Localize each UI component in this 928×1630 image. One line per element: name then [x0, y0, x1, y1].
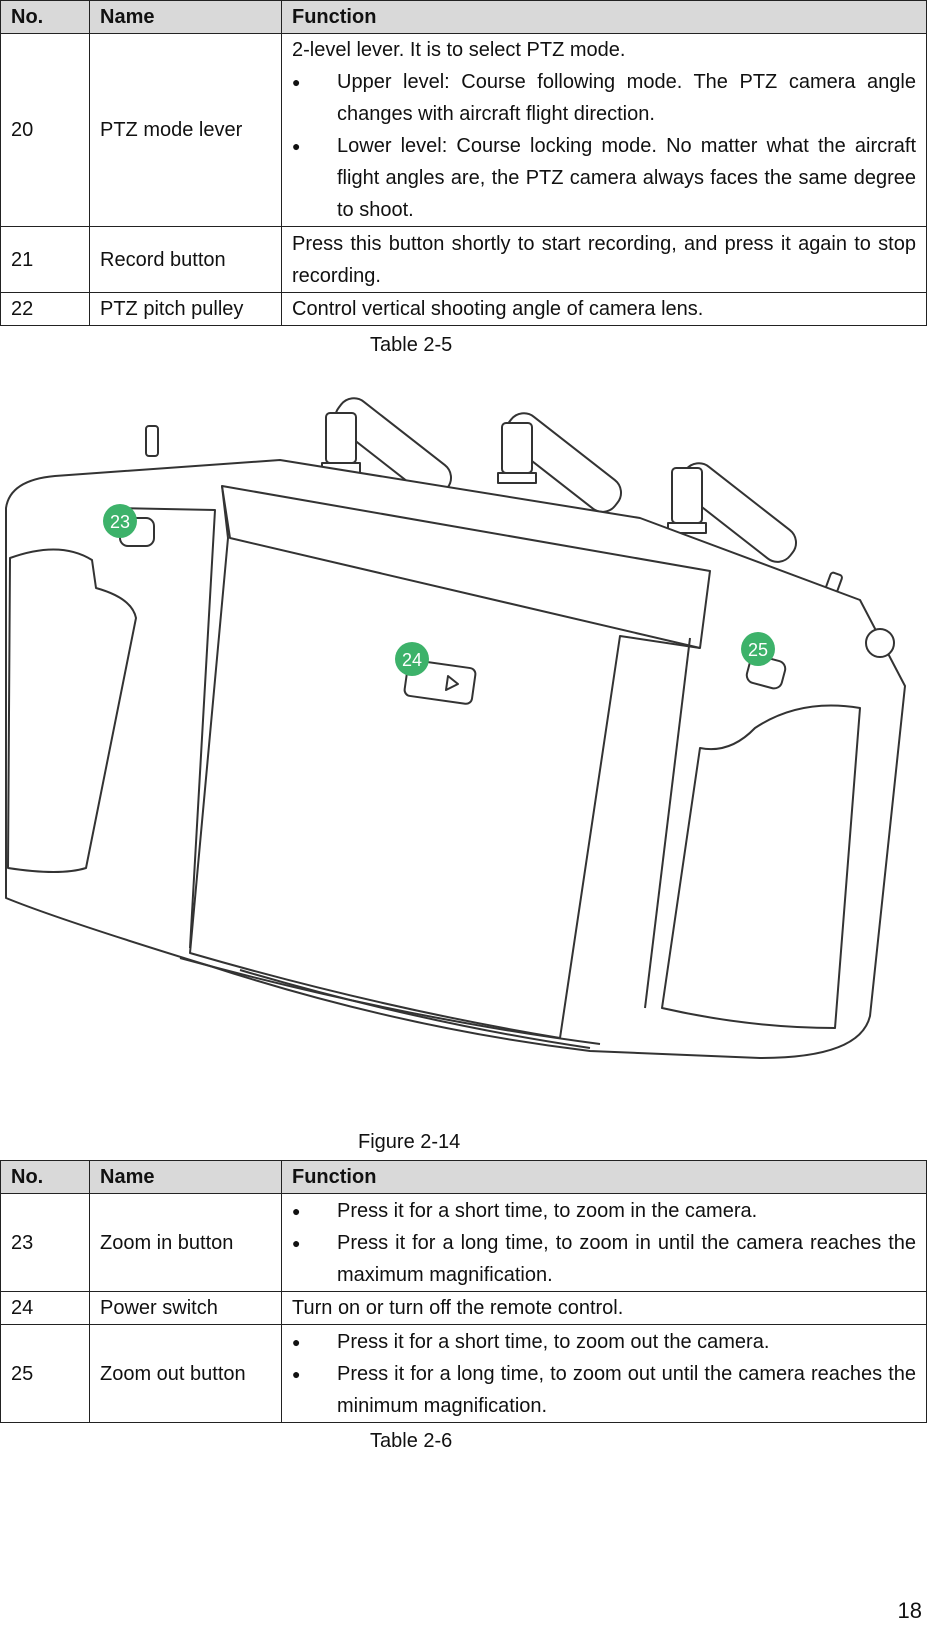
row-function: ● Press it for a short time, to zoom in t…	[281, 1193, 927, 1292]
row-no: 21	[0, 226, 90, 293]
bullet-item: ● Upper level: Course following mode. The…	[292, 66, 916, 130]
header-no: No.	[0, 1160, 90, 1194]
table-row: 23 Zoom in button ● Press it for a short …	[0, 1193, 927, 1292]
page-number: 18	[897, 1598, 922, 1623]
bullet-list: ● Upper level: Course following mode. The…	[292, 66, 916, 226]
row-no: 22	[0, 292, 90, 326]
header-name: Name	[89, 1160, 282, 1194]
row-no: 25	[0, 1324, 90, 1423]
bullet-text: Lower level: Course locking mode. No mat…	[337, 135, 916, 221]
callout-25: 25	[741, 632, 775, 666]
bullet-item: ● Press it for a short time, to zoom in t…	[292, 1195, 916, 1227]
table-row: 25 Zoom out button ● Press it for a short…	[0, 1324, 927, 1423]
row-name: Record button	[89, 226, 282, 293]
row-no: 20	[0, 33, 90, 227]
row-name: Zoom in button	[89, 1193, 282, 1292]
table-row: 22 PTZ pitch pulley Control vertical sho…	[0, 292, 927, 326]
row-function: ● Press it for a short time, to zoom out …	[281, 1324, 927, 1423]
callout-24-label: 24	[402, 650, 422, 670]
header-function: Function	[281, 1160, 927, 1194]
remote-control-figure: 23 24 25	[5, 397, 906, 1059]
side-dial	[865, 628, 895, 658]
left-grip	[7, 548, 137, 873]
bullet-icon: ●	[292, 1365, 301, 1382]
function-intro: 2-level lever. It is to select PTZ mode.	[292, 39, 626, 61]
right-grip	[661, 704, 861, 1029]
bullet-text: Press it for a short time, to zoom in th…	[337, 1199, 758, 1222]
row-no: 24	[0, 1291, 90, 1325]
bullet-text: Press it for a long time, to zoom in unt…	[337, 1231, 916, 1286]
bullet-icon: ●	[292, 74, 301, 90]
bullet-list: ● Press it for a short time, to zoom out …	[292, 1326, 916, 1422]
callout-24: 24	[395, 642, 429, 676]
callout-25-label: 25	[748, 640, 768, 660]
row-no: 23	[0, 1193, 90, 1292]
row-function: Turn on or turn off the remote control.	[281, 1291, 927, 1325]
table-row: 20 PTZ mode lever 2-level lever. It is t…	[0, 33, 927, 227]
antenna-left	[321, 397, 453, 498]
lever-left	[145, 425, 159, 457]
table-header-row: No. Name Function	[0, 1160, 927, 1194]
table-header-row: No. Name Function	[0, 0, 927, 34]
callout-23-label: 23	[110, 512, 130, 532]
table-2-5: No. Name Function 20 PTZ mode lever 2-le…	[0, 0, 927, 326]
row-function: Press this button shortly to start recor…	[281, 226, 927, 293]
table-caption: Table 2-5	[370, 334, 453, 356]
header-function: Function	[281, 0, 927, 34]
bullet-icon: ●	[292, 1234, 301, 1251]
bullet-list: ● Press it for a short time, to zoom in t…	[292, 1195, 916, 1291]
antenna-right	[667, 462, 798, 563]
bullet-icon: ●	[292, 1202, 301, 1219]
bullet-icon: ●	[292, 1333, 301, 1350]
bullet-item: ● Lower level: Course locking mode. No ma…	[292, 130, 916, 226]
bullet-item: ● Press it for a long time, to zoom in un…	[292, 1227, 916, 1291]
bullet-item: ● Press it for a long time, to zoom out u…	[292, 1358, 916, 1422]
bullet-icon: ●	[292, 138, 301, 154]
figure-caption: Figure 2-14	[358, 1131, 461, 1153]
table-row: 21 Record button Press this button short…	[0, 226, 927, 293]
row-function: Control vertical shooting angle of camer…	[281, 292, 927, 326]
row-name: Power switch	[89, 1291, 282, 1325]
table-caption: Table 2-6	[370, 1430, 453, 1452]
bullet-text: Upper level: Course following mode. The …	[337, 71, 916, 125]
bullet-text: Press it for a short time, to zoom out t…	[337, 1330, 770, 1353]
bullet-item: ● Press it for a short time, to zoom out …	[292, 1326, 916, 1358]
header-no: No.	[0, 0, 90, 34]
table-row: 24 Power switch Turn on or turn off the …	[0, 1291, 927, 1325]
table-2-6: No. Name Function 23 Zoom in button ● Pre…	[0, 1160, 927, 1423]
header-name: Name	[89, 0, 282, 34]
bullet-text: Press it for a long time, to zoom out un…	[337, 1362, 916, 1417]
row-name: PTZ pitch pulley	[89, 292, 282, 326]
antenna-middle	[497, 412, 623, 513]
row-name: PTZ mode lever	[89, 33, 282, 227]
row-function: 2-level lever. It is to select PTZ mode.…	[281, 33, 927, 227]
callout-23: 23	[103, 504, 137, 538]
row-name: Zoom out button	[89, 1324, 282, 1423]
